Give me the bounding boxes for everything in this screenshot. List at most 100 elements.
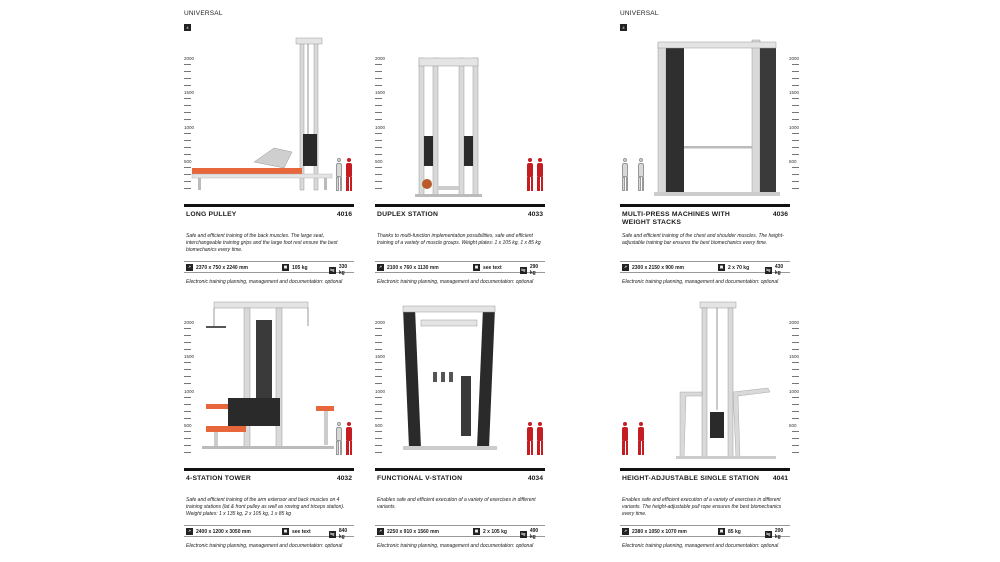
scale-figure-red [537,422,543,455]
kg-weight-icon: kg [520,530,527,538]
scale-figure-red [537,158,543,191]
height-scale: 2000 1500 1000 500 [772,300,799,470]
section-label-left: UNIVERSAL [184,10,223,17]
product-card-duplex-station: 2000 1500 1000 500 DUPLEX STATION 4033 T… [375,36,545,285]
scale-figure-red [527,158,533,191]
spec-plates: see text [483,264,502,271]
spec-weight: 330 kg [338,264,348,276]
multi-press-machine-image [654,39,780,196]
product-card-functional-v-station: 2000 1500 1000 500 FUNCTIONAL V-STATION … [375,300,545,549]
product-description: Thanks to multi-function implementation … [377,233,541,246]
product-code: 4034 [527,475,543,482]
product-image-area: 2000 1500 1000 500 [620,300,799,470]
long-pulley-machine-image [191,37,333,191]
section-label-right: UNIVERSAL [620,10,659,17]
scale-figure-red [622,422,628,455]
product-image-area: 2000 1500 1000 500 [184,36,354,206]
kg-weight-icon: kg [520,266,527,274]
duplex-station-machine-image [415,57,482,197]
footnote: Electronic training planning, management… [186,279,343,285]
page-number-right: 4 [620,24,627,31]
product-title: MULTI-PRESS MACHINES WITH WEIGHT STACKS [622,211,730,226]
product-code: 4016 [336,211,352,218]
product-code: 4032 [336,475,352,482]
product-image-area: 2000 1500 1000 500 [375,36,545,206]
dimensions-icon: ↗ [622,528,629,535]
spec-plates: 2 x 105 kg [483,528,507,535]
footnote: Electronic training planning, management… [377,279,534,285]
4-station-tower-machine-image [202,301,334,449]
height-scale: 2000 1500 1000 500 [375,36,393,206]
title-rule [375,204,545,207]
scale-figure-red [527,422,533,455]
weight-plate-icon: ▦ [473,528,480,535]
height-scale: 2000 1500 1000 500 [184,36,202,206]
height-scale: 2000 1500 1000 500 [772,36,799,206]
product-card-height-adjustable-single-station: 2000 1500 1000 500 HEIGHT-ADJUSTABLE SIN… [620,300,799,549]
title-rule [184,204,354,207]
footnote: Electronic training planning, management… [377,543,534,549]
product-code: 4036 [772,211,788,218]
single-station-machine-image [676,301,776,459]
weight-plate-icon: ▦ [282,528,289,535]
dimensions-icon: ↗ [622,264,629,271]
footnote: Electronic training planning, management… [622,543,779,549]
weight-plate-icon: ▦ [282,264,289,271]
spec-weight: 490 kg [529,528,539,540]
kg-weight-icon: kg [329,530,336,538]
scale-figure-grey [622,158,628,191]
product-code: 4033 [527,211,543,218]
spec-weight: 200 kg [774,528,784,540]
product-title: DUPLEX STATION [377,211,439,218]
scale-figure-red [346,422,352,455]
product-title: FUNCTIONAL V-STATION [377,475,463,482]
dimensions-icon: ↗ [377,528,384,535]
height-scale: 2000 1500 1000 500 [184,300,202,470]
spec-plates: see text [292,528,311,535]
spec-dimensions: 2370 x 750 x 2240 mm [196,264,248,271]
footnote: Electronic training planning, management… [186,543,343,549]
kg-weight-icon: kg [329,266,336,274]
weight-plate-icon: ▦ [473,264,480,271]
title-rule [620,204,790,207]
product-code: 4041 [772,475,788,482]
spec-dimensions: 2380 x 1050 x 1070 mm [632,528,687,535]
page-number-left: 4 [184,24,191,31]
product-title: 4-STATION TOWER [186,475,251,482]
title-rule [375,468,545,471]
product-title: LONG PULLEY [186,211,237,218]
kg-weight-icon: kg [765,266,772,274]
spec-plates: 2 x 70 kg [728,264,750,271]
product-card-4-station-tower: 2000 1500 1000 500 4-ST [184,300,354,549]
spec-weight: 430 kg [774,264,784,276]
footnote: Electronic training planning, management… [622,279,779,285]
product-title: HEIGHT-ADJUSTABLE SINGLE STATION [622,475,760,482]
scale-figure-grey [336,422,342,455]
product-description: Enables safe and efficient execution of … [622,497,782,517]
product-image-area: 2000 1500 1000 500 [184,300,354,470]
title-rule [184,468,354,471]
spec-dimensions: 2250 x 910 x 1560 mm [387,528,439,535]
product-description: Enables safe and efficient execution of … [377,497,536,510]
spec-weight: 290 kg [529,264,539,276]
spec-plates: 105 kg [292,264,308,271]
spec-weight: 840 kg [338,528,348,540]
weight-plate-icon: ▦ [718,528,725,535]
dimensions-icon: ↗ [186,528,193,535]
dimensions-icon: ↗ [377,264,384,271]
kg-weight-icon: kg [765,530,772,538]
spec-dimensions: 2400 x 1200 x 3050 mm [196,528,251,535]
product-image-area: 2000 1500 1000 500 [375,300,545,470]
scale-figure-grey [336,158,342,191]
height-scale: 2000 1500 1000 500 [375,300,393,470]
weight-plate-icon: ▦ [718,264,725,271]
product-description: Safe and efficient training of the back … [186,233,338,253]
spec-dimensions: 2300 x 2150 x 900 mm [632,264,684,271]
scale-figure-red [638,422,644,455]
